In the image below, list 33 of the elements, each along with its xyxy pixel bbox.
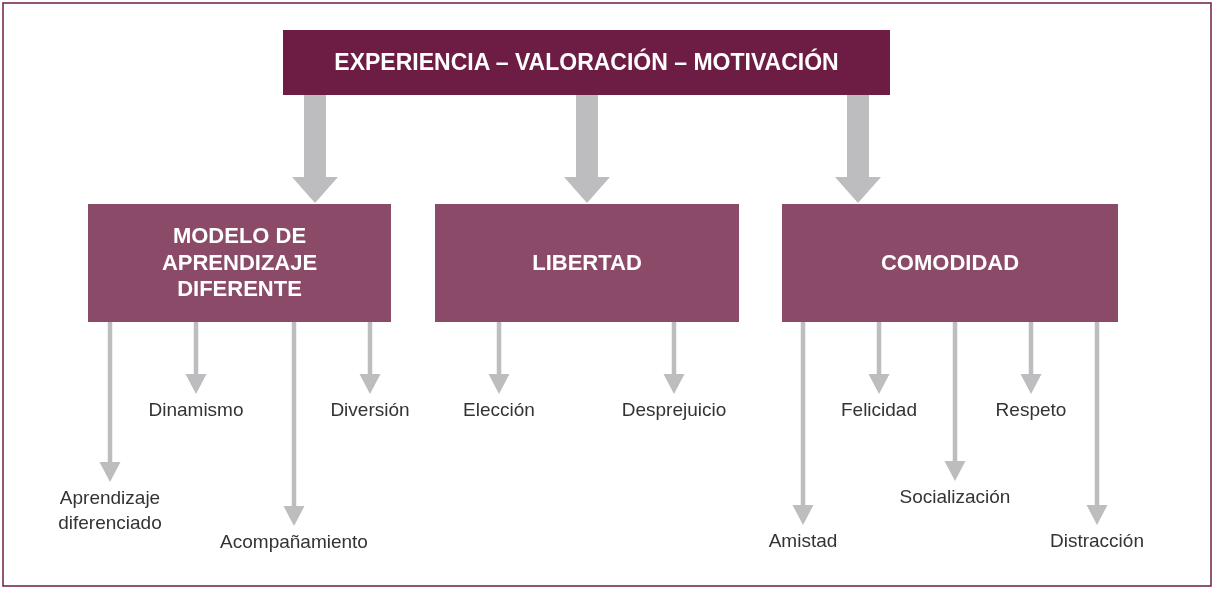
arrow: [868, 322, 890, 394]
category-box: [782, 204, 1118, 322]
arrow: [944, 322, 966, 481]
arrow: [283, 322, 305, 526]
arrow: [359, 322, 381, 394]
item-label: Distracción: [1050, 529, 1144, 553]
item-label: Felicidad: [840, 398, 917, 422]
arrow: [1086, 322, 1108, 525]
arrow: [1020, 322, 1042, 394]
item-label: Dinamismo: [148, 398, 244, 422]
arrow: [185, 322, 207, 394]
arrow: [488, 322, 510, 394]
item-label: Elección: [463, 398, 535, 422]
title-box: [283, 30, 890, 95]
category-box: [435, 204, 739, 322]
category-box: [88, 204, 391, 322]
arrow: [99, 322, 121, 482]
item-label: Aprendizaje diferenciado: [57, 486, 163, 535]
item-label: Acompañamiento: [220, 530, 368, 554]
arrow: [792, 322, 814, 525]
arrow: [663, 322, 685, 394]
item-label: Amistad: [768, 529, 838, 553]
box-label: EXPERIENCIA – VALORACIÓN – MOTIVACIÓN: [334, 49, 839, 76]
box-label: COMODIDAD: [880, 249, 1020, 277]
item-label: Respeto: [995, 398, 1067, 422]
box-label: LIBERTAD: [532, 249, 642, 277]
item-label: Diversión: [330, 398, 410, 422]
item-label: Socialización: [899, 485, 1011, 509]
item-label: Desprejuicio: [621, 398, 727, 422]
arrow: [564, 95, 610, 203]
box-label: MODELO DE APRENDIZAJE DIFERENTE: [160, 223, 319, 303]
arrow: [835, 95, 881, 203]
arrow: [292, 95, 338, 203]
